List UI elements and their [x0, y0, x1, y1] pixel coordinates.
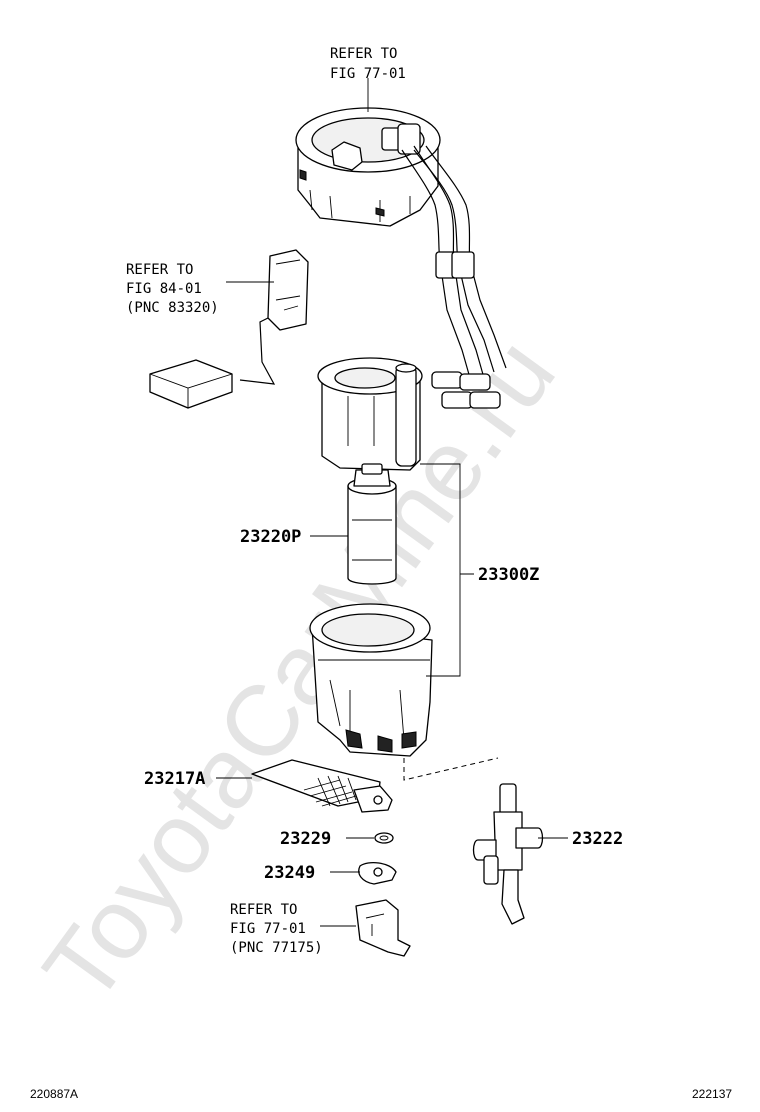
fuel-filter-case-drawing — [317, 357, 423, 471]
part-label-23249[interactable]: 23249 — [264, 863, 315, 883]
part-label-23300Z[interactable]: 23300Z — [478, 565, 539, 585]
fuel-hose-drawing — [401, 145, 507, 409]
ref-bottom-line3: (PNC 77175) — [230, 940, 323, 956]
part-label-23217A[interactable]: 23217A — [144, 769, 205, 789]
fuel-pump-drawing — [347, 463, 397, 585]
assembly-bracket-line — [420, 463, 474, 677]
pump-bracket-drawing — [309, 603, 433, 757]
ref-top-line1: REFER TO — [330, 46, 397, 62]
ref-bottom-line2: FIG 77-01 — [230, 921, 306, 937]
pressure-regulator-drawing — [472, 783, 544, 925]
watermark-text: ToyotaCarMine.ru — [22, 319, 577, 1023]
ref-top-line2: FIG 77-01 — [330, 66, 406, 82]
ref-sender-line1: REFER TO — [126, 262, 193, 278]
dashed-connection-line — [403, 757, 499, 781]
clip-drawing — [358, 861, 397, 885]
footer-right-code: 222137 — [692, 1087, 732, 1101]
ref-bottom-line1: REFER TO — [230, 902, 297, 918]
fuel-sender-gauge-drawing — [149, 249, 309, 409]
pump-flange-drawing — [295, 107, 441, 227]
ref-label-sender: REFER TO FIG 84-01 (PNC 83320) — [126, 262, 219, 316]
footer-left-code: 220887A — [30, 1087, 78, 1101]
ref-sender-line3: (PNC 83320) — [126, 300, 219, 316]
washer-drawing — [374, 832, 394, 844]
ref-label-top: REFER TO FIG 77-01 — [330, 46, 406, 82]
ref-label-bottom: REFER TO FIG 77-01 (PNC 77175) — [230, 902, 323, 956]
ref-sender-line2: FIG 84-01 — [126, 281, 202, 297]
part-label-23220P[interactable]: 23220P — [240, 527, 301, 547]
part-label-23222[interactable]: 23222 — [572, 829, 623, 849]
part-label-23229[interactable]: 23229 — [280, 829, 331, 849]
suction-filter-drawing — [251, 759, 393, 813]
set-plate-drawing — [355, 899, 411, 957]
